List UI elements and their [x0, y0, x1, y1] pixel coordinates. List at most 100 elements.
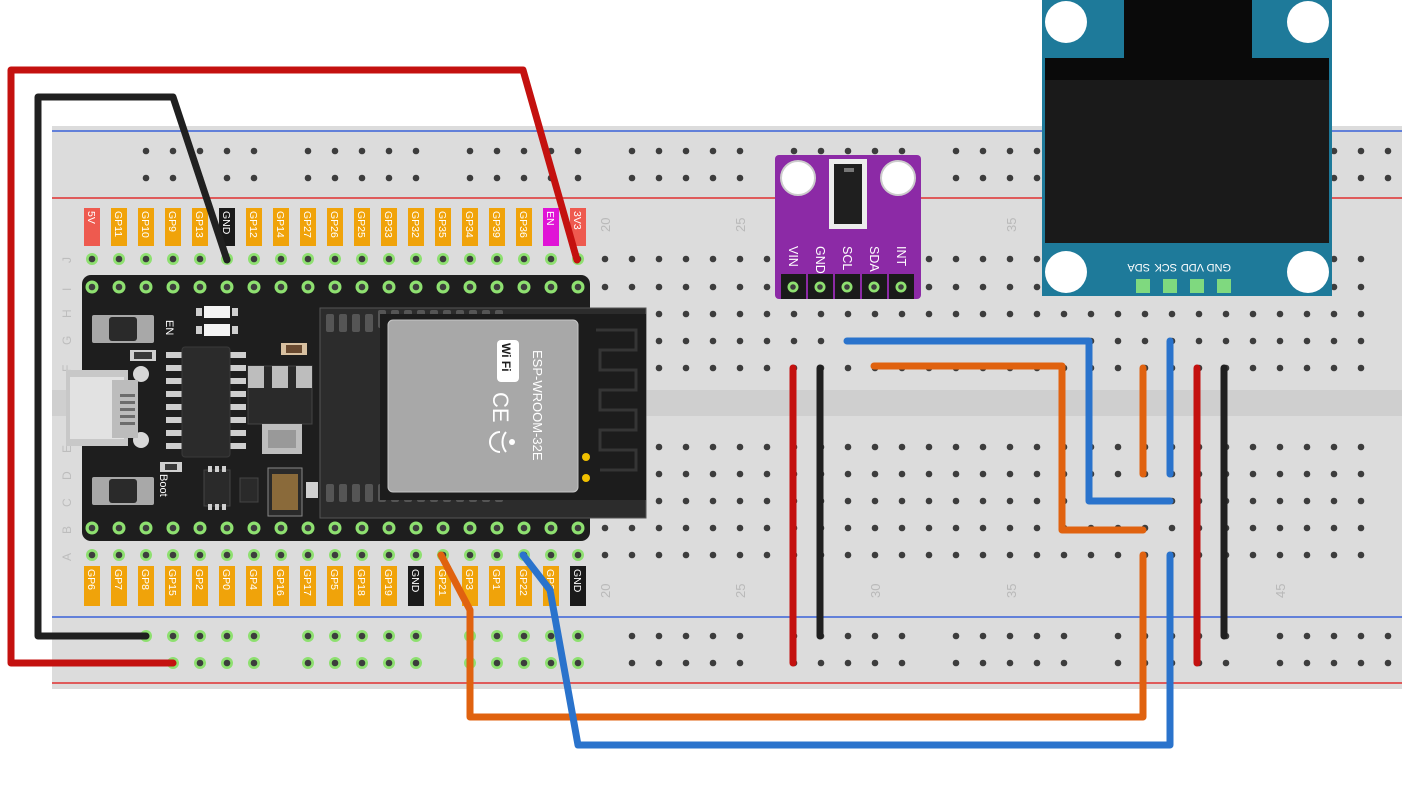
breadboard-hole [1033, 174, 1041, 182]
breadboard-hole [790, 147, 798, 155]
pin-label-tag [165, 566, 181, 606]
pin-label-tag [516, 208, 532, 246]
breadboard-hole [628, 632, 636, 640]
breadboard-hole [898, 551, 906, 559]
row-letter: A [60, 553, 74, 561]
module-pad [326, 314, 334, 332]
module-pad [326, 484, 334, 502]
sensor-pin-label: INT [894, 246, 908, 267]
breadboard-hole [898, 632, 906, 640]
breadboard-hole [331, 632, 339, 640]
chip-leg [166, 365, 182, 371]
breadboard-hole [331, 147, 339, 155]
breadboard-hole [655, 470, 663, 478]
mounting-hole [1287, 1, 1329, 43]
breadboard-hole [1195, 337, 1203, 345]
module-pad [365, 484, 373, 502]
pin-label-tag [570, 566, 586, 606]
breadboard-hole [412, 659, 420, 667]
breadboard-hole [844, 443, 852, 451]
breadboard-hole [1357, 174, 1365, 182]
breadboard-hole [1357, 524, 1365, 532]
breadboard-hole [1330, 174, 1338, 182]
breadboard-hole [1357, 470, 1365, 478]
esp32-pin-hole [439, 524, 447, 532]
chip-leg [230, 443, 246, 449]
breadboard-hole [898, 310, 906, 318]
breadboard-hole [1006, 255, 1014, 263]
breadboard-hole [655, 364, 663, 372]
mounting-hole [780, 160, 816, 196]
usb-chip [166, 352, 246, 449]
wifi-logo [497, 340, 519, 382]
breadboard-hole [1006, 632, 1014, 640]
breadboard-hole [898, 147, 906, 155]
oled-pin-label: GND [1207, 261, 1232, 273]
breadboard-hole [844, 470, 852, 478]
breadboard-hole [844, 497, 852, 505]
breadboard-hole [385, 147, 393, 155]
breadboard-hole [682, 470, 690, 478]
breadboard-hole [277, 551, 285, 559]
breadboard-hole [979, 497, 987, 505]
breadboard-hole [925, 497, 933, 505]
breadboard-hole [1357, 659, 1365, 667]
breadboard-hole [1276, 524, 1284, 532]
breadboard-hole [682, 632, 690, 640]
breadboard-hole [1330, 283, 1338, 291]
breadboard-hole [493, 632, 501, 640]
breadboard-hole [682, 147, 690, 155]
breadboard-hole [979, 147, 987, 155]
breadboard-hole [871, 147, 879, 155]
breadboard-hole [844, 551, 852, 559]
breadboard-hole [493, 255, 501, 263]
chip-leg [230, 352, 246, 358]
breadboard-hole [385, 632, 393, 640]
esp32-pin-hole [331, 283, 339, 291]
breadboard-hole [385, 255, 393, 263]
breadboard-hole [1249, 364, 1257, 372]
esp32-pin-hole [223, 283, 231, 291]
esp32-header-pins [85, 280, 585, 535]
breadboard-hole [736, 632, 744, 640]
breadboard-hole [412, 147, 420, 155]
sensor-pin-hole [844, 284, 850, 290]
breadboard-hole [142, 174, 150, 182]
pin-label-tag [408, 566, 424, 606]
pin-label: GP14 [274, 211, 286, 238]
column-number: 25 [733, 584, 748, 598]
wire-blue [519, 551, 1174, 749]
esp32-pin-hole [88, 524, 96, 532]
esp32-pin-hole [277, 524, 285, 532]
breadboard-hole [1060, 310, 1068, 318]
breadboard-hole [250, 147, 258, 155]
breadboard-hole [736, 147, 744, 155]
breadboard-hole [709, 255, 717, 263]
breadboard-hole [1033, 147, 1041, 155]
row-letter: E [60, 445, 74, 453]
breadboard-hole [574, 659, 582, 667]
breadboard-hole [1033, 632, 1041, 640]
breadboard-hole [709, 659, 717, 667]
breadboard-hole [115, 255, 123, 263]
chip-leg [166, 417, 182, 423]
esp32-pin-hole [547, 524, 555, 532]
breadboard-hole [871, 659, 879, 667]
pin-label-tag [192, 566, 208, 606]
breadboard-hole [790, 337, 798, 345]
breadboard-hole [331, 659, 339, 667]
breadboard-hole [709, 497, 717, 505]
breadboard-hole [142, 255, 150, 263]
breadboard-hole [331, 551, 339, 559]
breadboard-hole [88, 551, 96, 559]
breadboard-hole [925, 255, 933, 263]
breadboard-hole [1060, 632, 1068, 640]
breadboard-hole [736, 364, 744, 372]
esp32-pin-hole [412, 283, 420, 291]
breadboard-hole [1276, 659, 1284, 667]
module-pad [339, 484, 347, 502]
breadboard-hole [574, 147, 582, 155]
row-letter: F [60, 365, 74, 372]
breadboard-hole [979, 174, 987, 182]
